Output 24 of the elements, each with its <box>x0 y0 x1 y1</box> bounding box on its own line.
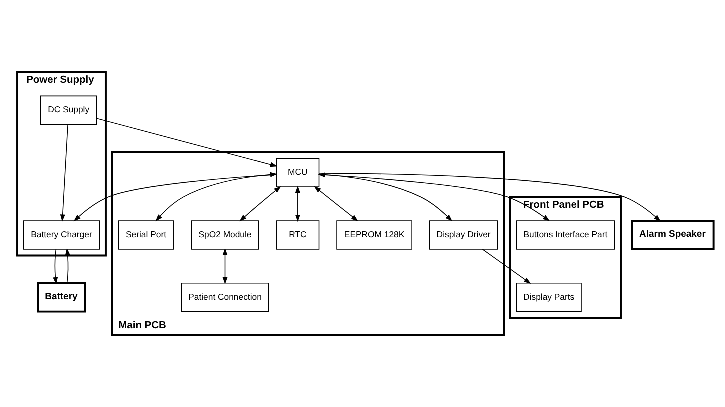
node-box: Battery <box>37 282 86 312</box>
node-box: RTC <box>276 220 320 250</box>
node-box: EEPROM 128K <box>336 220 412 250</box>
arrow <box>74 174 277 222</box>
arrow <box>53 248 58 284</box>
arrow <box>222 248 228 284</box>
node-box: Alarm Speaker <box>631 220 715 250</box>
arrow <box>65 248 70 284</box>
node-box: Patient Connection <box>181 282 270 312</box>
node-box: SpO2 Module <box>191 220 260 250</box>
arrow <box>314 186 358 222</box>
node-box: MCU <box>276 158 320 187</box>
arrow <box>156 172 278 222</box>
node-box: Battery Charger <box>23 220 100 250</box>
arrow <box>482 248 532 284</box>
node-box: Buttons Interface Part <box>516 220 616 250</box>
node-box: Display Driver <box>429 220 498 250</box>
node-box: DC Supply <box>40 95 98 124</box>
node-box: Serial Port <box>118 220 174 250</box>
arrow <box>240 186 282 222</box>
arrow <box>295 185 300 222</box>
arrow <box>96 118 278 167</box>
node-box: Display Parts <box>516 282 582 312</box>
arrow <box>60 124 68 222</box>
